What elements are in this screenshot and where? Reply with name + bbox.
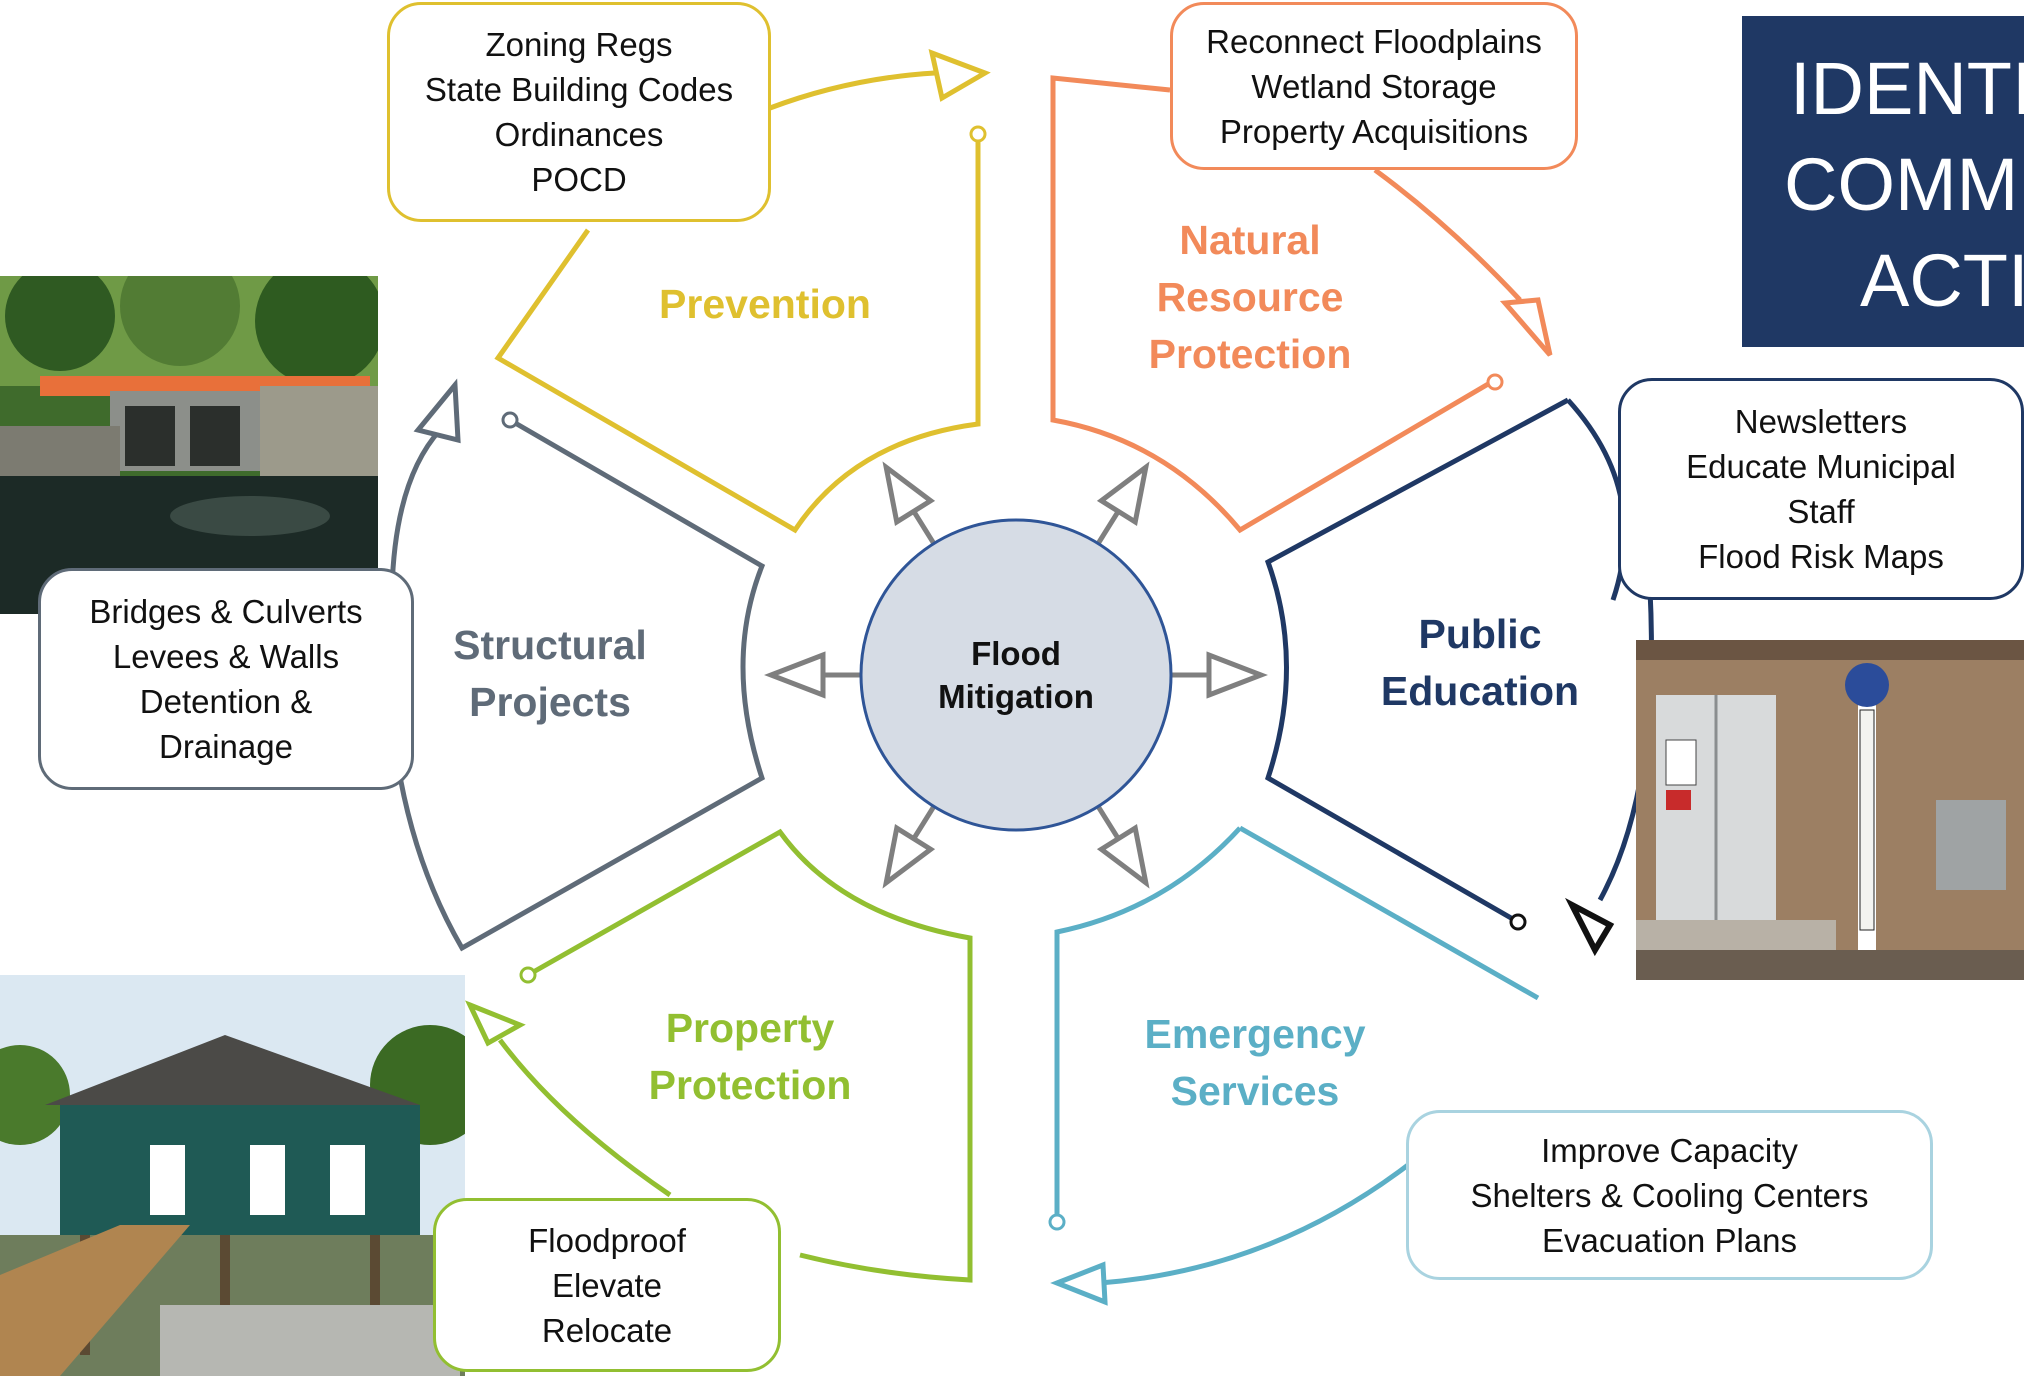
natural-resource-box: Reconnect Floodplains Wetland Storage Pr… — [1170, 2, 1578, 170]
prevention-label-line: Prevention — [659, 281, 871, 327]
natural-label-line-3: Protection — [1148, 331, 1352, 377]
natural-resource-label: Natural Resource Protection — [1090, 212, 1410, 383]
emergency-arrow — [1099, 1163, 1410, 1286]
radial-arrowhead-right — [1206, 651, 1268, 699]
prevention-arrowhead — [928, 49, 991, 102]
structural-arrow — [389, 428, 442, 591]
structural-projects-label: Structural Projects — [400, 617, 700, 731]
elevated-house-photo-icon — [0, 975, 465, 1376]
emergency-label-line-1: Emergency — [1144, 1011, 1366, 1057]
prevention-item-2: State Building Codes — [424, 71, 734, 108]
bridge-culvert-photo — [0, 276, 378, 614]
prevention-dot — [969, 125, 987, 143]
center-label-line1: Flood — [971, 635, 1061, 672]
natural-arrowhead — [1499, 297, 1553, 357]
structural-item-1: Bridges & Culverts — [89, 593, 363, 630]
radial-arrowhead-up-right — [1096, 461, 1150, 526]
radial-arrows — [764, 461, 1268, 889]
title-line-3: ACTIC — [1860, 239, 2024, 322]
radial-arrowhead-up-left — [882, 461, 936, 526]
structural-arrowhead — [413, 378, 461, 444]
natural-dot — [1486, 373, 1504, 391]
emergency-arrowhead — [1050, 1261, 1108, 1306]
public-arrowhead — [1565, 897, 1615, 957]
public-label-line-2: Education — [1380, 668, 1580, 714]
emergency-services-wedge — [1054, 825, 1540, 1220]
shelter-building-photo — [1636, 640, 2024, 980]
radial-arrowhead-left — [764, 651, 826, 699]
public-education-wedge — [1264, 397, 1570, 925]
structural-label-line-1: Structural — [453, 622, 647, 668]
prevention-arrow — [769, 70, 936, 111]
emergency-dot — [1048, 1213, 1066, 1231]
property-protection-box: Floodproof Elevate Relocate — [433, 1198, 781, 1372]
structural-item-2: Levees & Walls — [112, 638, 340, 675]
radial-arrowhead-down-right — [1096, 824, 1150, 889]
property-item-3: Relocate — [541, 1311, 673, 1349]
title-panel: IDENTI COMM ACTIC — [1742, 16, 2024, 347]
title-line-2: COMM — [1784, 143, 2019, 226]
center-label-line2: Mitigation — [938, 678, 1094, 715]
natural-item-1: Reconnect Floodplains — [1206, 22, 1542, 60]
property-protection-label: Property Protection — [600, 1000, 900, 1114]
natural-item-3: Property Acquisitions — [1219, 112, 1529, 150]
property-label-line-1: Property — [665, 1005, 835, 1051]
prevention-item-1: Zoning Regs — [485, 26, 673, 63]
public-label-line-1: Public — [1418, 611, 1542, 657]
prevention-label: Prevention — [600, 276, 930, 333]
public-item-1: Newsletters — [1734, 403, 1908, 440]
natural-item-2: Wetland Storage — [1251, 67, 1497, 105]
property-arrowhead — [465, 1000, 526, 1047]
prevention-item-3: Ordinances — [494, 116, 664, 153]
structural-projects-box: Bridges & Culverts Levees & Walls Detent… — [38, 568, 414, 790]
structural-label-line-2: Projects — [469, 679, 631, 725]
property-arrow — [498, 1038, 672, 1198]
prevention-item-4: POCD — [531, 161, 627, 198]
public-education-arc — [1566, 398, 1628, 601]
emergency-item-2: Shelters & Cooling Centers — [1470, 1176, 1869, 1214]
structural-dot — [501, 411, 519, 429]
prevention-wedge — [494, 134, 981, 534]
elevated-house-photo — [0, 975, 465, 1376]
structural-projects-wedge — [389, 417, 766, 952]
emergency-services-label: Emergency Services — [1100, 1006, 1410, 1120]
public-dot — [1509, 913, 1527, 931]
natural-label-line-2: Resource — [1156, 274, 1344, 320]
center-circle — [859, 518, 1173, 832]
bridge-culvert-photo-icon — [0, 276, 378, 614]
radial-arrowhead-down-left — [882, 824, 936, 889]
emergency-item-3: Evacuation Plans — [1542, 1221, 1797, 1259]
natural-arrow — [1373, 167, 1522, 302]
public-item-3: Staff — [1787, 493, 1855, 530]
property-dot — [519, 966, 537, 984]
structural-item-4: Drainage — [159, 728, 293, 765]
structural-item-3: Detention & — [139, 683, 313, 720]
radial-arrow-shaft-up-left — [911, 510, 936, 545]
radial-arrow-shaft-up-right — [1096, 510, 1121, 545]
evacuation-shelter-photo-icon — [1636, 640, 2024, 980]
property-item-2: Elevate — [551, 1266, 663, 1304]
property-label-line-2: Protection — [648, 1062, 852, 1108]
radial-arrow-shaft-down-left — [911, 805, 936, 840]
emergency-services-box: Improve Capacity Shelters & Cooling Cent… — [1406, 1110, 1933, 1280]
emergency-item-1: Improve Capacity — [1541, 1131, 1798, 1169]
property-item-1: Floodproof — [528, 1221, 686, 1259]
radial-arrow-shaft-down-right — [1096, 805, 1121, 840]
public-item-4: Flood Risk Maps — [1698, 538, 1944, 575]
public-education-label: Public Education — [1330, 606, 1630, 720]
public-item-2: Educate Municipal — [1686, 448, 1956, 485]
natural-resource-wedge — [1050, 75, 1497, 534]
prevention-box: Zoning Regs State Building Codes Ordinan… — [387, 2, 771, 222]
natural-label-line-1: Natural — [1179, 217, 1321, 263]
public-education-box: Newsletters Educate Municipal Staff Floo… — [1618, 378, 2024, 600]
title-line-1: IDENTI — [1790, 47, 2024, 130]
emergency-label-line-2: Services — [1170, 1068, 1340, 1114]
property-protection-wedge — [526, 828, 973, 1283]
